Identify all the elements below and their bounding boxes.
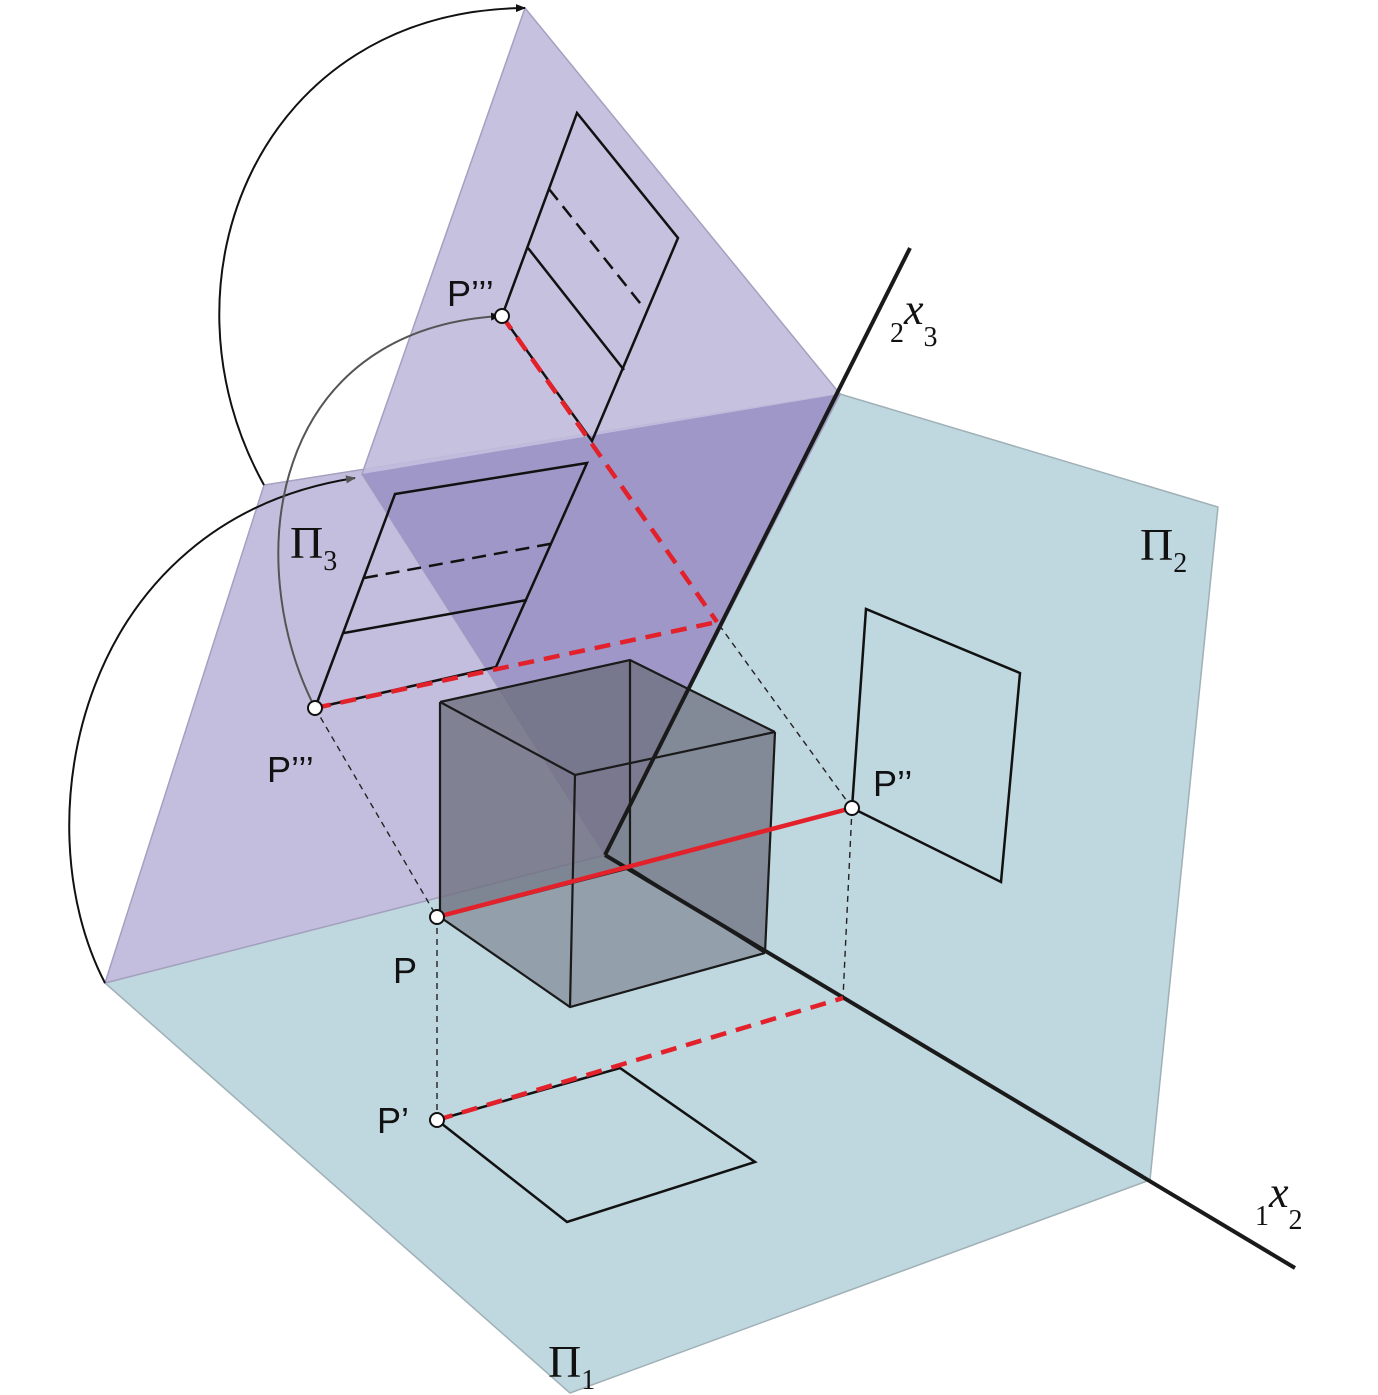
label-point-p3-rotated: P’’’: [447, 273, 494, 314]
label-point-p1: P’: [377, 1100, 409, 1141]
red-projection-lines: [314, 314, 853, 1123]
projection-pi2: [850, 607, 1022, 884]
cube-front-right-face: [570, 732, 775, 1007]
projection-pi3-rotated: [500, 110, 680, 444]
projecting-line-p-p2: [436, 805, 853, 920]
axis-2x3: [603, 247, 912, 856]
label-point-p3: P’’’: [267, 749, 314, 790]
projection-pi1: [434, 1066, 758, 1224]
label-axis-1x2: 1x2: [1255, 1168, 1303, 1236]
label-pi1: Π1: [548, 1336, 595, 1395]
label-pi3: Π3: [290, 517, 337, 577]
cube-front-left-face: [440, 702, 575, 1007]
point-p3-marker: [307, 700, 323, 716]
label-point-p: P: [393, 950, 417, 991]
label-pi2: Π2: [1140, 519, 1187, 579]
axis-1x2: [603, 853, 1297, 1270]
projecting-line-p3-rotated: [500, 314, 719, 624]
point-p2-marker: [844, 800, 860, 816]
point-p3-rotated-marker: [494, 308, 510, 324]
projection-pi3: [313, 461, 590, 710]
projecting-line-p3: [314, 619, 718, 711]
rotation-arc-outer: [68, 475, 356, 984]
plane-overlap-region: [362, 394, 840, 855]
reference-lines: [314, 621, 853, 1120]
label-axis-2x3: 2x3: [890, 285, 938, 353]
point-p1-marker: [429, 1112, 445, 1128]
point-p-marker: [429, 909, 445, 925]
projecting-line-p1: [436, 995, 844, 1123]
label-point-p2: P’’: [873, 763, 912, 804]
rotation-arc-inner: [277, 312, 501, 709]
cube: [438, 658, 777, 1009]
rotation-arc-top: [218, 4, 526, 486]
